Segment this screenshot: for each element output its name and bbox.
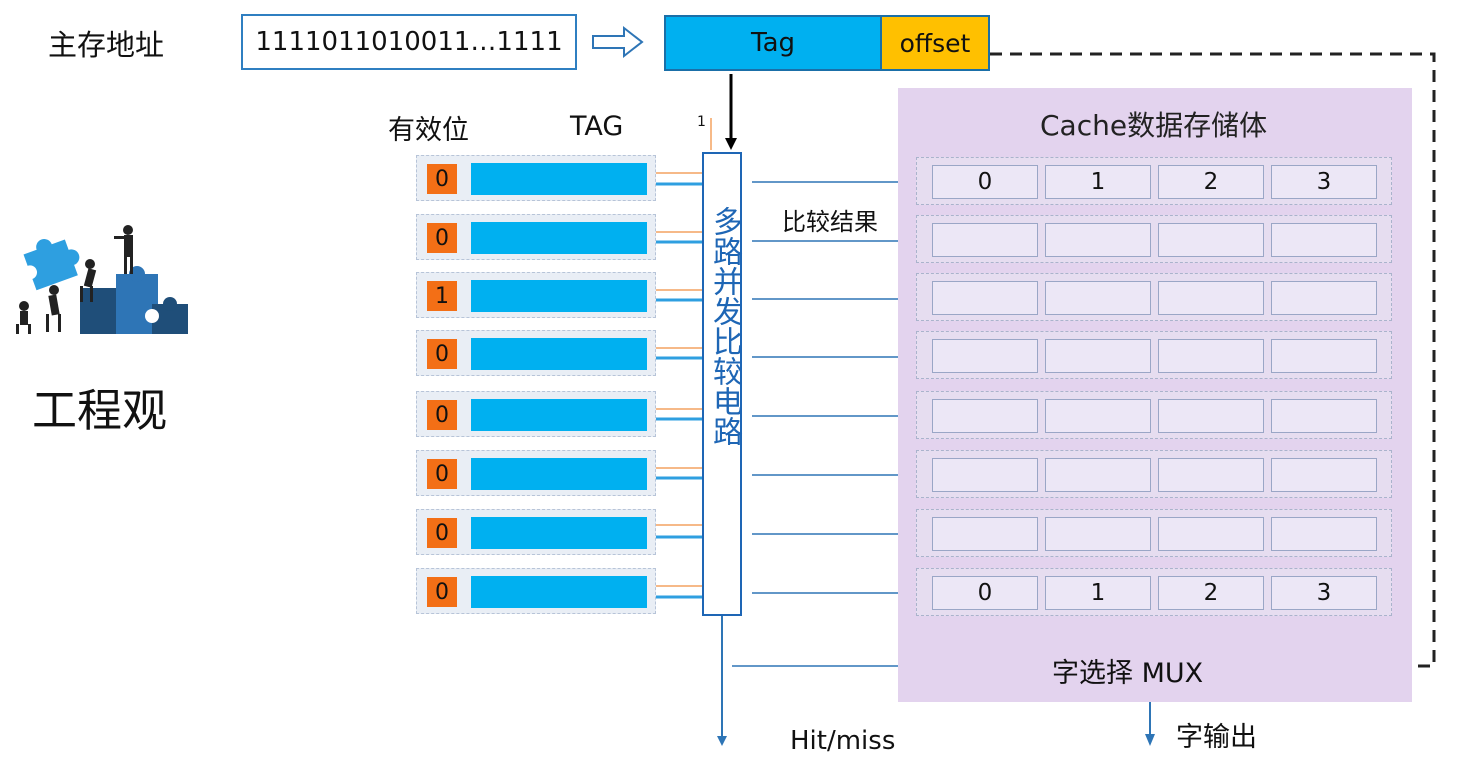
- tag-bar: [471, 458, 647, 490]
- word-cell: [1271, 281, 1377, 315]
- word-output-arrow-head: [1145, 734, 1155, 746]
- word-cell: [1045, 281, 1151, 315]
- tag-row: 0: [416, 509, 656, 555]
- tag-bar: [471, 576, 647, 608]
- compare-result-wires: [752, 181, 918, 594]
- word-cell: 1: [1045, 165, 1151, 199]
- data-row: [916, 391, 1392, 439]
- engineering-view-caption: 工程观: [32, 384, 168, 437]
- mux-label: 字选择 MUX: [1052, 658, 1204, 689]
- word-cell: [932, 223, 1038, 257]
- word-cell: [1045, 458, 1151, 492]
- tag-bar: [471, 517, 647, 549]
- word-cell: [1158, 223, 1264, 257]
- tag-field-label: Tag: [750, 28, 795, 58]
- tag-bar: [471, 338, 647, 370]
- word-cell: [1045, 339, 1151, 373]
- tag-bar: [471, 163, 647, 195]
- offset-dashed-route: [990, 52, 1436, 668]
- word-cell: [932, 339, 1038, 373]
- word-cell: [1045, 517, 1151, 551]
- word-output-label: 字输出: [1176, 722, 1257, 753]
- hollow-arrow-icon: [592, 25, 644, 59]
- data-row: 0 1 2 3: [916, 568, 1392, 616]
- data-row: [916, 450, 1392, 498]
- word-cell: [932, 399, 1038, 433]
- offset-field-label: offset: [899, 28, 971, 58]
- word-cell: [1271, 399, 1377, 433]
- tag-bar: [471, 222, 647, 254]
- address-value: 1111011010011…1111: [255, 27, 563, 57]
- valid-bit: 0: [427, 577, 457, 607]
- data-store-title: Cache数据存储体: [1040, 109, 1268, 142]
- address-value-box: 1111011010011…1111: [241, 14, 577, 70]
- word-cell: [1271, 517, 1377, 551]
- address-label: 主存地址: [48, 28, 165, 62]
- word-cell: [1158, 517, 1264, 551]
- valid-input-label: 1: [697, 114, 706, 130]
- compare-result-label: 比较结果: [782, 208, 878, 236]
- tag-column-header: TAG: [570, 111, 624, 142]
- valid-bit: 0: [427, 339, 457, 369]
- tag-arrow-head: [725, 138, 737, 150]
- tag-bar: [471, 399, 647, 431]
- tag-row: 0: [416, 330, 656, 376]
- hit-miss-label: Hit/miss: [790, 726, 896, 756]
- word-cell: [1045, 223, 1151, 257]
- word-cell: 0: [932, 576, 1038, 610]
- tag-row: 0: [416, 214, 656, 260]
- tag-row: 1: [416, 272, 656, 318]
- tag-row: 0: [416, 155, 656, 201]
- word-cell: 2: [1158, 165, 1264, 199]
- valid-bit: 0: [427, 400, 457, 430]
- valid-bit: 0: [427, 518, 457, 548]
- data-row: 0 1 2 3: [916, 157, 1392, 205]
- word-cell: 1: [1045, 576, 1151, 610]
- data-row: [916, 331, 1392, 379]
- word-cell: [1158, 458, 1264, 492]
- valid-bit: 0: [427, 223, 457, 253]
- word-cell: [1271, 223, 1377, 257]
- word-cell: [1271, 339, 1377, 373]
- word-cell: [1045, 399, 1151, 433]
- parallel-comparator: 多路并发比较电路: [702, 152, 742, 616]
- comparator-label: 多路并发比较电路: [707, 206, 742, 446]
- offset-field: offset: [880, 15, 990, 71]
- word-cell: [1158, 281, 1264, 315]
- data-row: [916, 509, 1392, 557]
- word-cell: [932, 281, 1038, 315]
- hit-miss-arrow-head: [717, 736, 727, 746]
- word-cell: [1271, 458, 1377, 492]
- word-cell: [932, 458, 1038, 492]
- data-row: [916, 215, 1392, 263]
- valid-bit: 0: [427, 459, 457, 489]
- tag-field: Tag: [664, 15, 882, 71]
- valid-bit-header: 有效位: [388, 115, 469, 146]
- word-cell: [932, 517, 1038, 551]
- word-cell: 3: [1271, 576, 1377, 610]
- tag-row: 0: [416, 391, 656, 437]
- tag-bar: [471, 280, 647, 312]
- word-cell: [1158, 399, 1264, 433]
- tag-row: 0: [416, 450, 656, 496]
- team-puzzle-icon: [16, 225, 188, 334]
- data-row: [916, 273, 1392, 321]
- word-cell: 2: [1158, 576, 1264, 610]
- word-cell: 0: [932, 165, 1038, 199]
- valid-bit: 1: [427, 281, 457, 311]
- valid-bit: 0: [427, 164, 457, 194]
- word-cell: 3: [1271, 165, 1377, 199]
- tag-row: 0: [416, 568, 656, 614]
- word-cell: [1158, 339, 1264, 373]
